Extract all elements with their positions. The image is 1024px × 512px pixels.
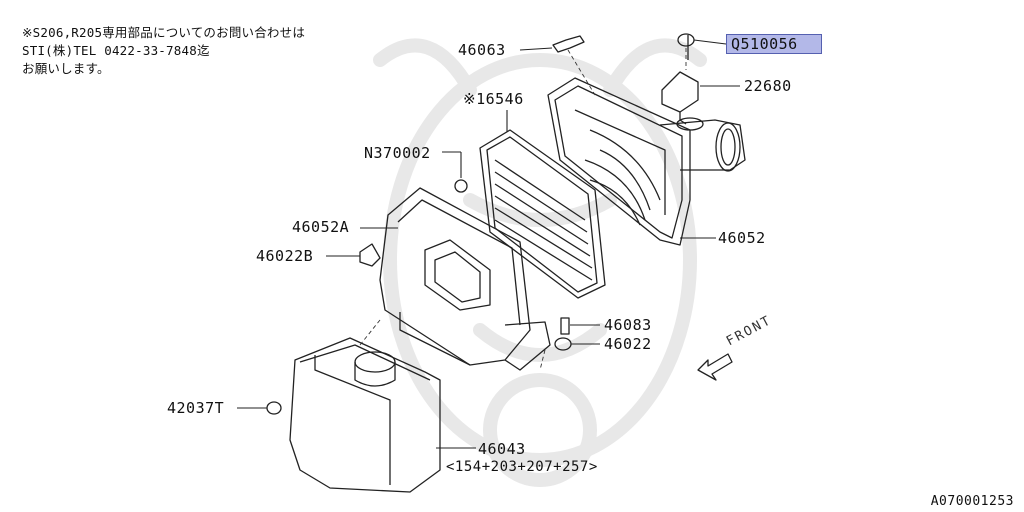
filter-element-drawing xyxy=(479,129,606,299)
front-arrow-icon xyxy=(697,353,733,381)
resonator-box-drawing xyxy=(289,337,441,493)
watermark-emblem xyxy=(373,38,707,487)
note-line-1: ※S206,R205専用部品についてのお問い合わせは xyxy=(22,25,306,40)
part-label-46063[interactable]: 46063 xyxy=(458,41,506,59)
part-label-46043-note: <154+203+207+257> xyxy=(446,459,598,475)
part-label-46022[interactable]: 46022 xyxy=(604,335,652,353)
part-label-46022b[interactable]: 46022B xyxy=(256,247,314,265)
part-label-46052[interactable]: 46052 xyxy=(718,229,766,247)
leader-lines xyxy=(237,39,740,449)
part-label-22680[interactable]: 22680 xyxy=(744,77,792,95)
note-line-3: お願いします。 xyxy=(22,61,110,76)
note-line-2: STI(株)TEL 0422-33-7848迄 xyxy=(22,43,210,58)
part-label-46083[interactable]: 46083 xyxy=(604,316,652,334)
pin-drawing xyxy=(560,317,570,335)
upper-housing-drawing xyxy=(547,77,746,246)
diagram-code: A070001253 xyxy=(930,494,1014,509)
plug-drawing xyxy=(266,401,282,415)
part-label-16546[interactable]: ※16546 xyxy=(463,90,524,108)
part-label-q510056[interactable]: Q510056 xyxy=(726,34,822,54)
part-label-46043[interactable]: 46043 xyxy=(478,440,526,458)
clip-46022b-drawing xyxy=(359,243,381,267)
contact-note: ※S206,R205専用部品についてのお問い合わせは STI(株)TEL 042… xyxy=(22,24,305,78)
dashed-assembly-lines xyxy=(359,48,687,371)
part-label-n370002[interactable]: N370002 xyxy=(364,144,431,162)
lower-case-drawing xyxy=(379,187,551,371)
airflow-sensor-drawing xyxy=(661,33,699,125)
part-label-46052a[interactable]: 46052A xyxy=(292,218,350,236)
clip-drawing xyxy=(552,35,585,53)
part-label-42037t[interactable]: 42037T xyxy=(167,399,225,417)
grommet-drawing xyxy=(454,179,468,193)
